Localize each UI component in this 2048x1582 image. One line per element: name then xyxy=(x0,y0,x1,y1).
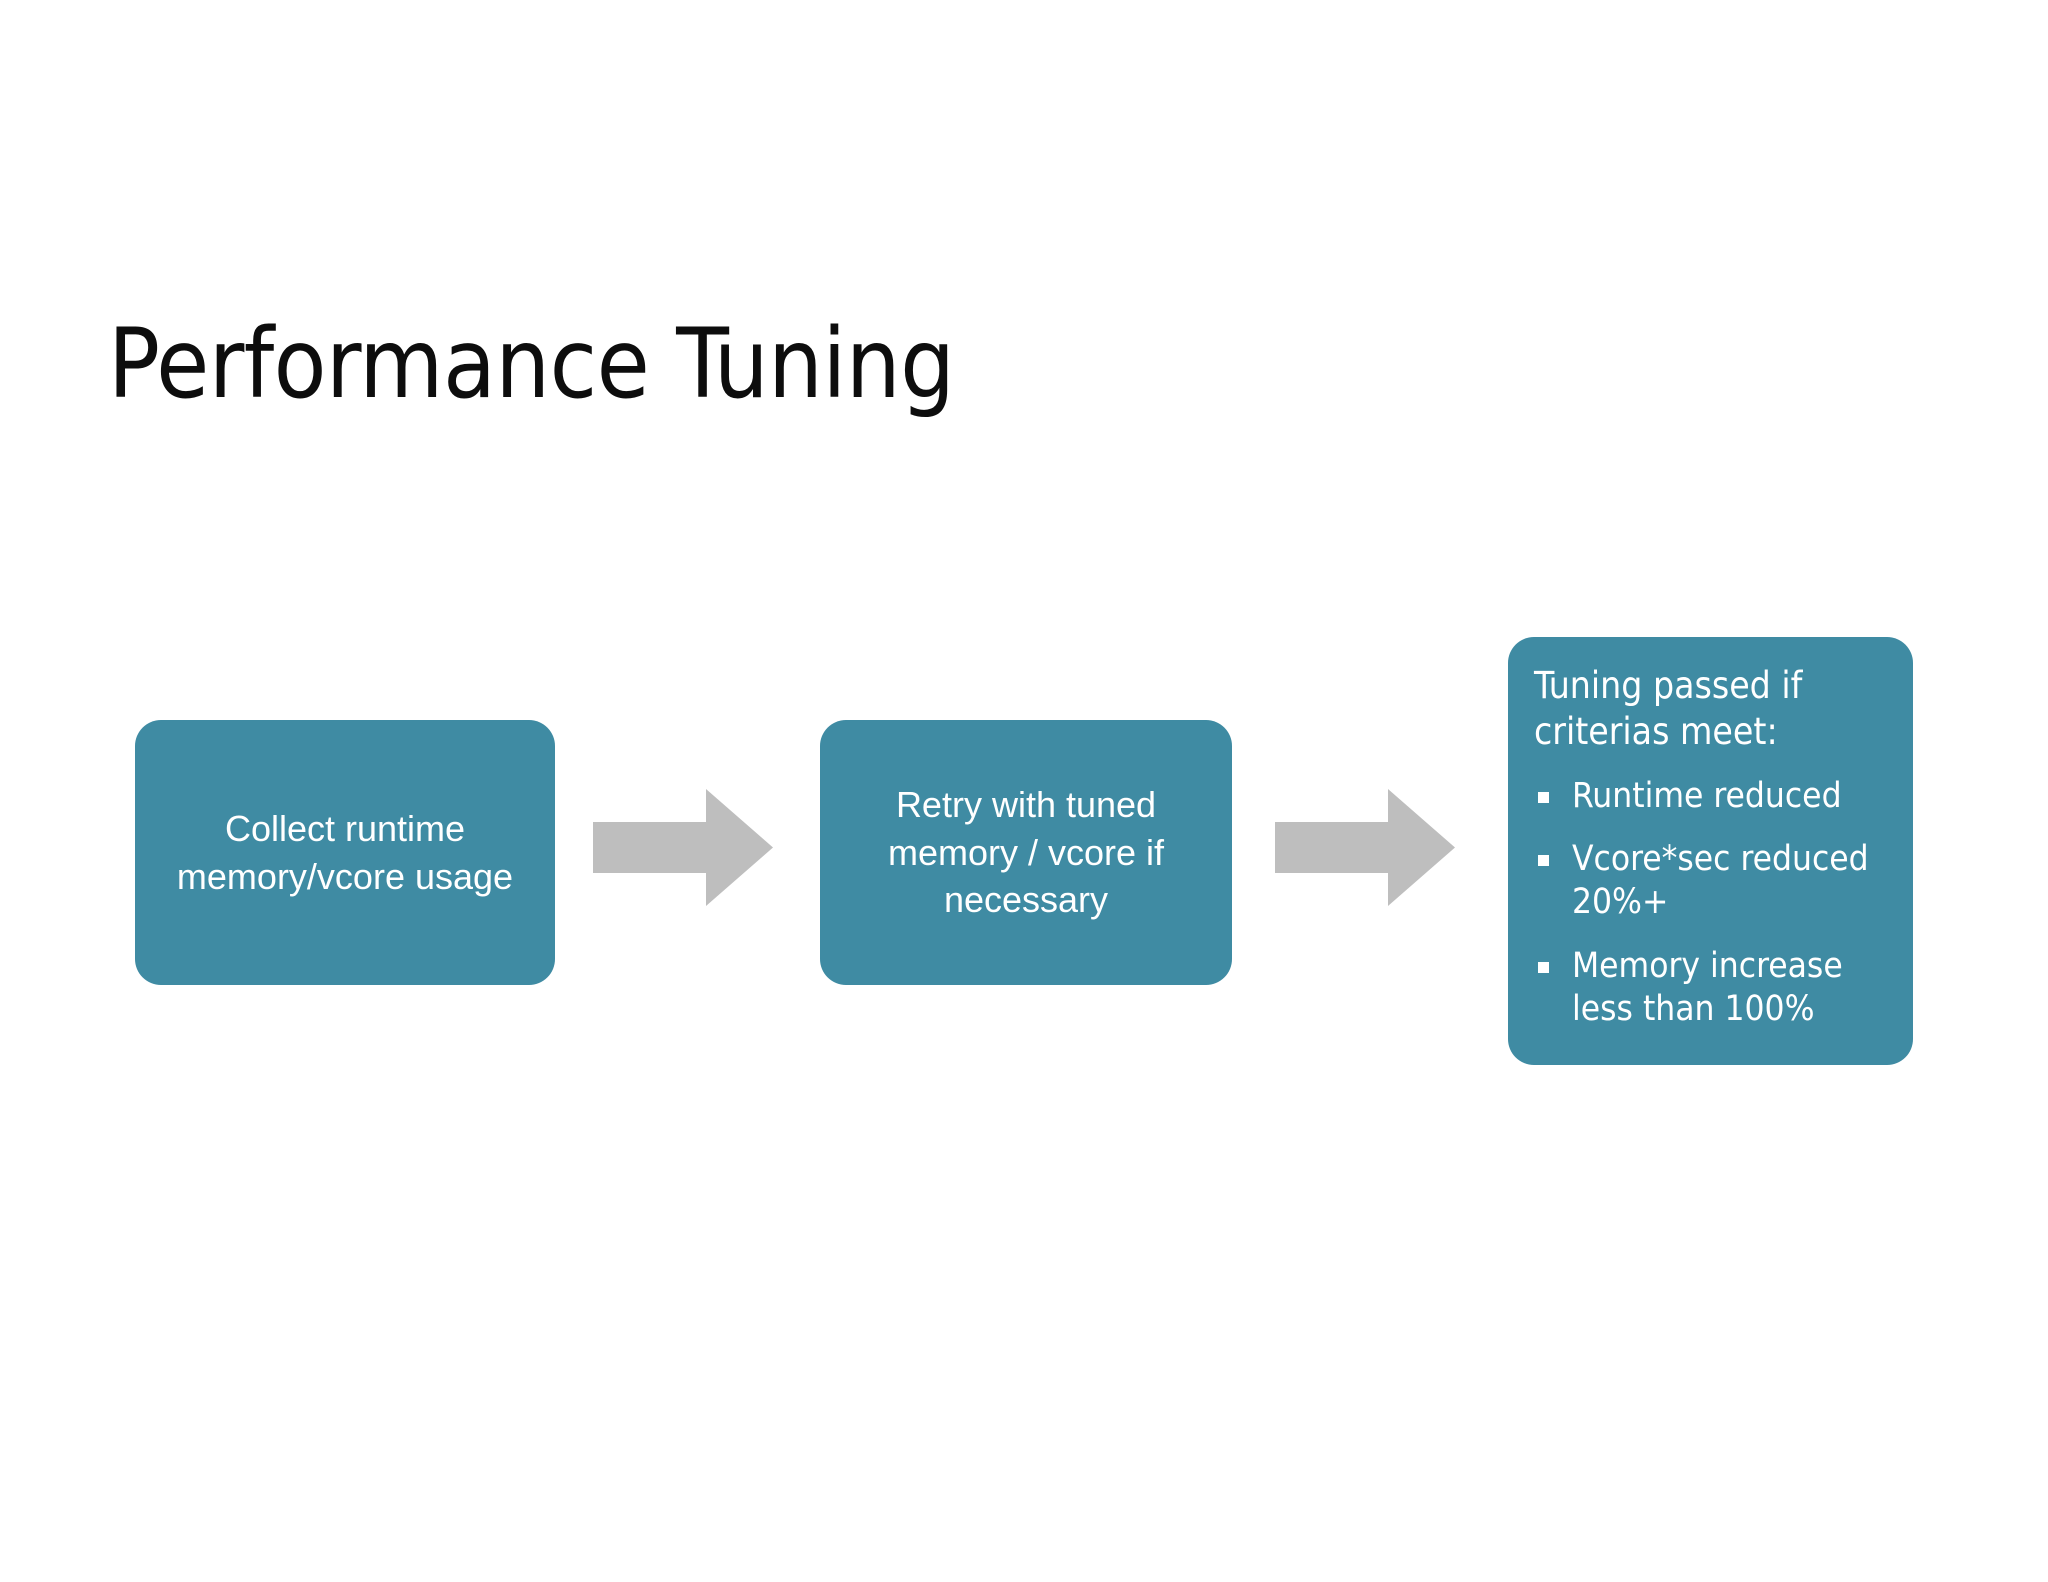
page-title: Performance Tuning xyxy=(108,308,955,420)
criteria-item-label: Memory increase less than 100% xyxy=(1572,945,1843,1029)
criteria-item-label: Vcore*sec reduced 20%+ xyxy=(1572,839,1869,923)
right-arrow-icon xyxy=(1275,789,1455,906)
criteria-item-label: Runtime reduced xyxy=(1572,775,1842,816)
list-item: Memory increase less than 100% xyxy=(1528,945,1893,1030)
square-bullet-icon xyxy=(1538,791,1549,803)
flow-step-criteria[interactable]: Tuning passed if criterias meet: Runtime… xyxy=(1508,637,1913,1065)
criteria-heading: Tuning passed if criterias meet: xyxy=(1534,664,1803,753)
right-arrow-icon xyxy=(593,789,773,906)
criteria-list: Runtime reduced Vcore*sec reduced 20%+ M… xyxy=(1528,775,1893,1030)
flow-step-retry-label: Retry with tuned memory / vcore if neces… xyxy=(887,784,1165,921)
list-item: Runtime reduced xyxy=(1528,775,1893,818)
flow-step-collect-label: Collect runtime memory/vcore usage xyxy=(176,807,514,897)
flow-step-retry[interactable]: Retry with tuned memory / vcore if neces… xyxy=(820,720,1232,985)
flow-step-collect[interactable]: Collect runtime memory/vcore usage xyxy=(135,720,555,985)
square-bullet-icon xyxy=(1538,961,1549,973)
list-item: Vcore*sec reduced 20%+ xyxy=(1528,838,1893,923)
square-bullet-icon xyxy=(1538,855,1549,867)
